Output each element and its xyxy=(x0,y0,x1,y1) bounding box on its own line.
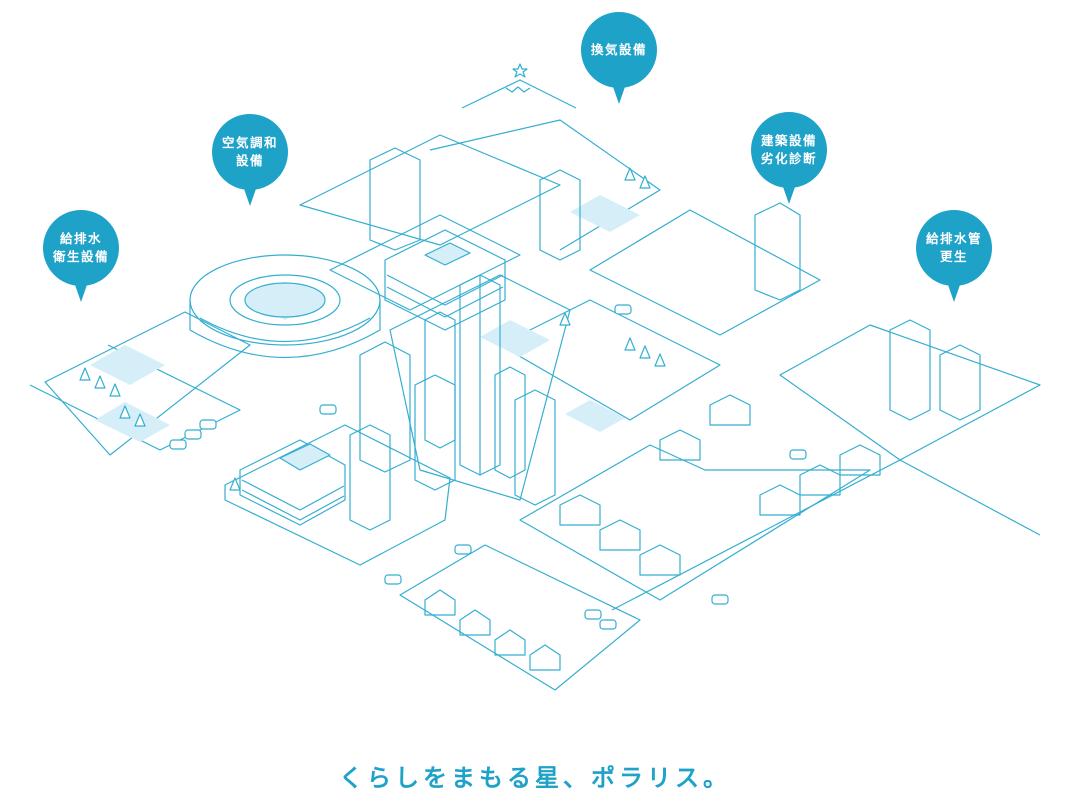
pin-label-line: 空気調和 xyxy=(221,135,278,150)
pin-air-conditioning[interactable]: 空気調和 設備 xyxy=(212,114,288,206)
ground-blocks xyxy=(29,119,1041,691)
pin-pipe-renewal[interactable]: 給排水管 更生 xyxy=(916,210,992,302)
pin-label-line: 劣化診断 xyxy=(760,151,817,166)
stadium xyxy=(189,254,381,358)
tagline: くらしをまもる星、ポラリス。 xyxy=(339,764,731,792)
pin-label-line: 設備 xyxy=(235,153,264,168)
pin-label-line: 給排水 xyxy=(59,231,102,246)
pin-label-line: 給排水管 xyxy=(925,231,982,246)
cars xyxy=(169,304,807,630)
houses xyxy=(424,394,881,671)
pin-label-line: 建築設備 xyxy=(760,133,817,148)
map-pin-icon xyxy=(43,210,119,302)
pin-label-line: 換気設備 xyxy=(590,42,647,57)
pin-label-line: 衛生設備 xyxy=(52,249,109,264)
pin-label-line: 更生 xyxy=(939,249,968,264)
map-pin-icon xyxy=(581,12,657,104)
mountain-star-illustration xyxy=(461,63,577,109)
pin-water-sanitation[interactable]: 給排水 衛生設備 xyxy=(43,210,119,302)
map-pin-icon xyxy=(751,112,827,204)
parking-buildings xyxy=(239,229,506,526)
pin-building-diagnosis[interactable]: 建築設備 劣化診断 xyxy=(751,112,827,204)
trees xyxy=(79,167,666,491)
map-pin-icon xyxy=(916,210,992,302)
downtown-towers xyxy=(349,147,981,531)
map-pin-icon xyxy=(212,114,288,206)
pin-ventilation[interactable]: 換気設備 xyxy=(581,12,657,104)
